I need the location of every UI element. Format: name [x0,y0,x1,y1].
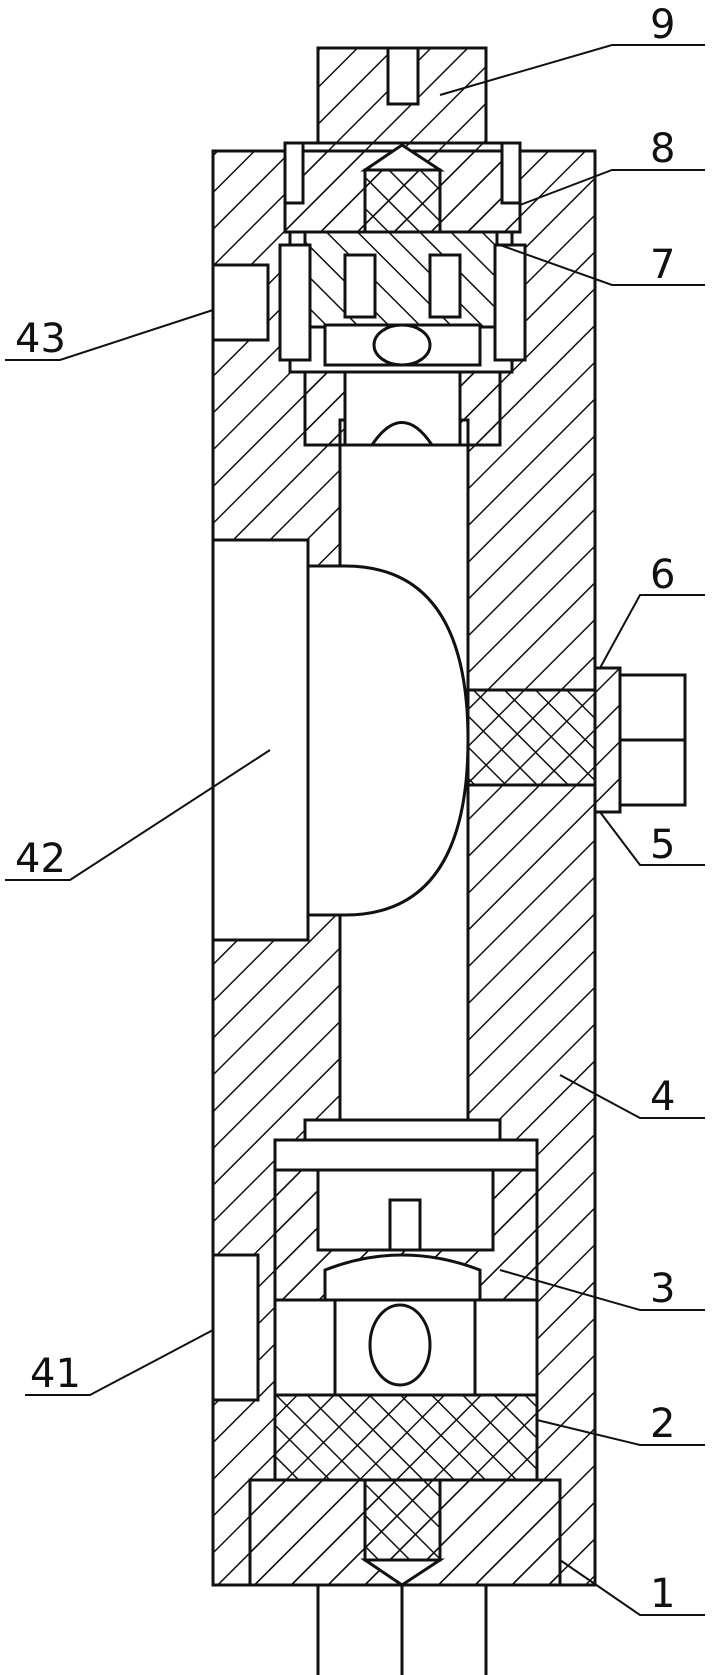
callout-4: 4 [650,1074,675,1120]
callout-41: 41 [30,1351,81,1397]
callout-1: 1 [650,1571,675,1617]
callout-labels: 9 8 7 43 6 5 42 4 3 2 41 1 [15,2,675,1617]
bottom-nut [248,1478,562,1675]
leader-2 [536,1419,705,1446]
leader-5 [599,811,705,866]
callout-42: 42 [15,836,66,882]
leader-43 [5,309,214,361]
callout-8: 8 [650,126,675,172]
callout-43: 43 [15,316,66,362]
side-bolt [593,666,687,814]
callout-5: 5 [650,822,675,868]
top-cap [283,46,522,237]
leader-6 [599,594,705,669]
leader-lines [5,44,705,1616]
top-valve-assembly [211,230,527,447]
leader-7 [499,244,705,286]
bottom-valve-assembly [211,1118,539,1482]
callout-2: 2 [650,1401,675,1447]
leader-1 [559,1559,705,1616]
leader-41 [25,1329,214,1396]
leader-3 [499,1269,705,1311]
leader-42 [5,749,271,881]
leader-4 [559,1074,705,1119]
callout-6: 6 [650,552,675,598]
leader-8 [519,169,705,206]
callout-9: 9 [650,2,675,48]
leader-9 [439,44,705,96]
callout-7: 7 [650,242,675,288]
callout-3: 3 [650,1266,675,1312]
